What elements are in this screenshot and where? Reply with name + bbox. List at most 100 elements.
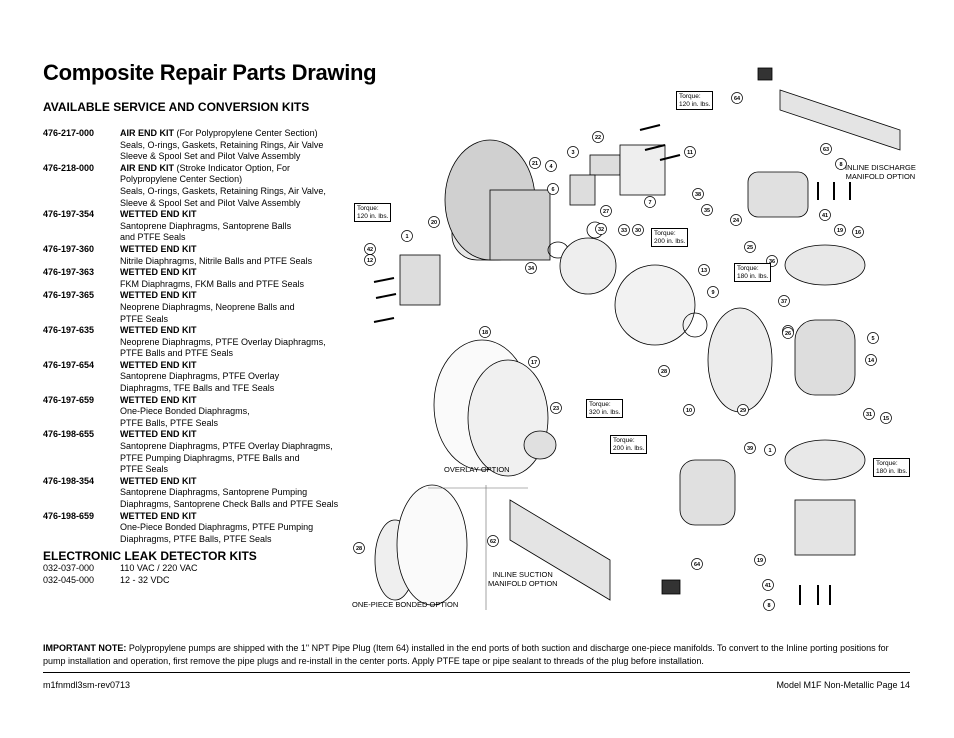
pump-body [794, 319, 856, 396]
callout-bubble: 27 [600, 205, 612, 217]
callout-number: 8 [839, 162, 842, 168]
footer-rule [43, 672, 910, 673]
callout-number: 18 [482, 330, 488, 336]
callout-bubble: 9 [707, 286, 719, 298]
leak-detector-heading: ELECTRONIC LEAK DETECTOR KITS [43, 549, 257, 563]
callout-bubble: 63 [820, 143, 832, 155]
callout-bubble: 19 [834, 224, 846, 236]
callout-number: 19 [757, 558, 763, 564]
kit-qualifier: (For Polypropylene Center Section) [174, 128, 318, 138]
callout-bubble: 30 [632, 224, 644, 236]
kit-part-number: 476-197-354 [43, 209, 95, 220]
kit-contents-line: Diaphragms, Santoprene Check Balls and P… [120, 499, 339, 509]
kit-contents-line: Santoprene Diaphragms, Santoprene Balls [120, 220, 292, 231]
callout-number: 16 [855, 230, 861, 236]
eld-part-number: 032-045-000 [43, 574, 95, 585]
torque-label: Torque: 200 in. lbs. [651, 228, 689, 247]
kit-contents-line: Polypropylene Center Section) [120, 174, 243, 185]
kit-contents-line: Santoprene Diaphragms, PTFE Overlay Diap… [120, 441, 333, 452]
callout-number: 39 [747, 446, 753, 452]
torque-label: Torque: 320 in. lbs. [586, 399, 624, 418]
callout-bubble: 64 [691, 558, 703, 570]
callout-number: 13 [701, 268, 707, 274]
kit-contents-line: Seals, O-rings, Gaskets, Retaining Rings… [120, 185, 326, 196]
callout-bubble: 64 [731, 92, 743, 104]
callout-bubble: 16 [852, 226, 864, 238]
note-label: IMPORTANT NOTE: [43, 643, 127, 653]
callout-bubble: 62 [487, 535, 499, 547]
torque-label: Torque: 120 in. lbs. [676, 91, 714, 110]
kit-name: WETTED END KIT [120, 267, 197, 278]
inline-discharge-manifold [779, 89, 901, 151]
callout-bubble: 15 [880, 412, 892, 424]
kit-name: WETTED END KIT [120, 429, 197, 440]
outer-chamber [614, 264, 696, 346]
callout-bubble: 13 [698, 264, 710, 276]
air-chamber-block [489, 189, 551, 261]
kit-contents-line: Santoprene Diaphragms, PTFE Overlay [120, 371, 280, 382]
callout-number: 14 [868, 358, 875, 364]
callout-bubble: 3 [567, 146, 579, 158]
kit-contents-line: PTFE Seals [120, 464, 169, 475]
bolt [659, 154, 681, 161]
callout-number: 6 [551, 187, 554, 193]
callout-bubble: 24 [730, 214, 742, 226]
kit-name: WETTED END KIT [120, 243, 197, 254]
callout-bubble: 18 [479, 326, 491, 338]
callout-number: 5 [871, 336, 874, 342]
eld-voltage: 110 VAC / 220 VAC [120, 563, 198, 573]
callout-number: 34 [528, 266, 535, 272]
callout-number: 38 [695, 192, 701, 198]
callout-number: 31 [866, 412, 872, 418]
kit-part-number: 476-198-655 [43, 429, 95, 440]
important-note: IMPORTANT NOTE: Polypropylene pumps are … [43, 642, 903, 668]
callout-number: 42 [367, 247, 373, 253]
inline-suction-label: INLINE SUCTION MANIFOLD OPTION [488, 570, 558, 588]
kit-contents-line: Sleeve & Spool Set and Pilot Valve Assem… [120, 197, 301, 208]
callout-bubble: 20 [428, 216, 440, 228]
callout-bubble: 1 [401, 230, 413, 242]
kit-contents-line: FKM Diaphragms, FKM Balls and PTFE Seals [120, 278, 305, 289]
inline-discharge-label: INLINE DISCHARGE MANIFOLD OPTION [845, 163, 916, 181]
callout-number: 37 [781, 299, 787, 305]
kit-contents-line: PTFE Balls, PTFE Seals [120, 417, 219, 428]
discharge-manifold [747, 171, 809, 218]
callout-number: 8 [767, 603, 770, 609]
bolt [373, 317, 395, 323]
pilot-valve [399, 254, 441, 306]
callout-bubble: 26 [782, 327, 794, 339]
kit-contents-line: Seals, O-rings, Gaskets, Retaining Rings… [120, 139, 324, 150]
callout-number: 7 [648, 200, 651, 206]
kit-contents-line: Santoprene Diaphragms, Santoprene Pumpin… [120, 487, 308, 498]
callout-bubble: 41 [819, 209, 831, 221]
callout-bubble: 33 [618, 224, 630, 236]
callout-number: 12 [367, 258, 373, 264]
kit-contents-line: PTFE Balls and PTFE Seals [120, 348, 234, 359]
kit-name: WETTED END KIT [120, 475, 197, 486]
callout-bubble: 41 [762, 579, 774, 591]
callout-number: 35 [704, 208, 710, 214]
callout-number: 11 [687, 150, 693, 156]
torque-label: Torque: 180 in. lbs. [873, 458, 911, 477]
kit-contents-line: One-Piece Bonded Diaphragms, PTFE Pumpin… [120, 522, 314, 533]
note-text: Polypropylene pumps are shipped with the… [43, 643, 889, 666]
kit-part-number: 476-197-365 [43, 290, 95, 301]
kit-name: WETTED END KIT [120, 325, 197, 336]
kit-contents-line: Neoprene Diaphragms, PTFE Overlay Diaphr… [120, 336, 326, 347]
callout-number: 20 [431, 220, 437, 226]
callout-bubble: 31 [863, 408, 875, 420]
